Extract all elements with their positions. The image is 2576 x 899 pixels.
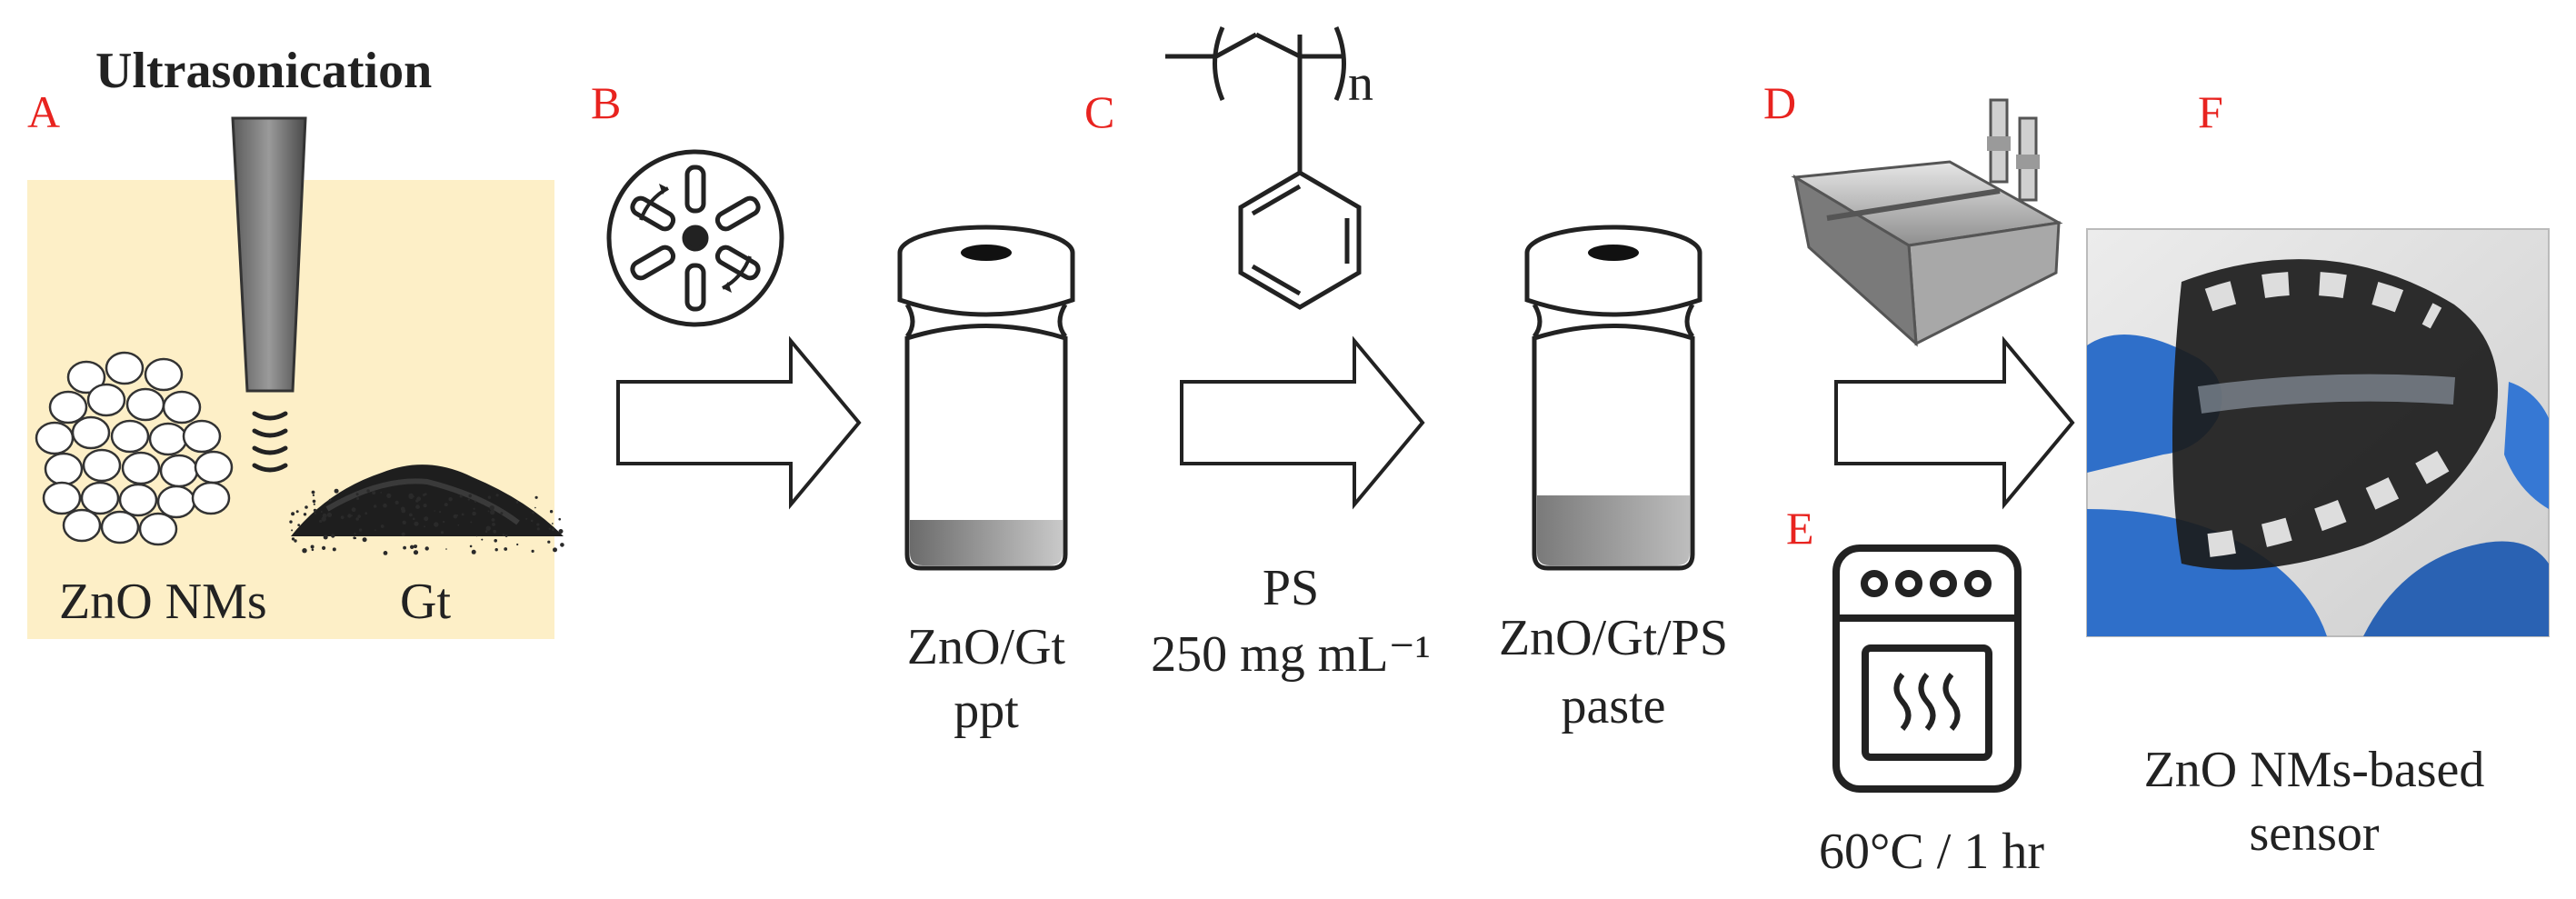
arrow-d [1834,335,2075,510]
ultrasonication-label: Ultrasonication [95,43,432,99]
rotary-mixer-icon [606,149,784,327]
ps-concentration-label: 250 mg mL⁻¹ [1151,626,1431,683]
vial1-label-line1: ZnO/Gt [907,619,1066,675]
sonication-probe [231,116,307,393]
vial-zno-gt-ps: ZnO/Gt/PS paste [1499,225,1728,734]
zno-nms-label: ZnO NMs [59,574,267,630]
vial-precipitate [910,520,1063,565]
panel-label-f: F [2198,86,2223,137]
vial-paste [1537,495,1690,565]
arrow-b [616,335,862,510]
oven-icon [1832,544,2022,793]
panel-a: A Ultrasonication [27,43,564,639]
vial2-label-line2: paste [1561,678,1665,734]
ps-label: PS [1263,560,1319,616]
panel-label-b: B [591,77,621,128]
sensor-photo [2086,228,2550,637]
oven-condition-label: 60°C / 1 hr [1819,824,2044,880]
polymer-subscript-n: n [1348,55,1373,112]
vial1-label-line2: ppt [954,683,1019,739]
zno-nanoparticles-icon [35,351,234,546]
vial2-label-line1: ZnO/Gt/PS [1499,610,1728,666]
panel-f: F ZnO NMs-based sensor [2086,86,2550,862]
panel-label-e: E [1786,503,1814,554]
graphite-powder-icon [289,464,564,555]
panel-b: B [591,77,862,510]
sensor-label-line2: sensor [2249,805,2379,862]
panel-d: D [1763,77,2075,510]
panel-c: C n PS 250 mg mL⁻¹ [1084,26,1431,683]
panel-e: E 60°C / 1 hr [1786,503,2044,880]
polystyrene-structure-icon [1165,26,1362,310]
panel-label-d: D [1763,77,1796,128]
film-applicator-icon [1791,98,2063,347]
sonic-wave-icon [252,411,288,473]
panel-label-a: A [27,86,60,137]
sensor-label-line1: ZnO NMs-based [2144,742,2485,798]
gt-label: Gt [400,574,451,630]
panel-label-c: C [1084,86,1114,137]
arrow-c [1180,335,1425,510]
vial-zno-gt: ZnO/Gt ppt [897,225,1075,739]
